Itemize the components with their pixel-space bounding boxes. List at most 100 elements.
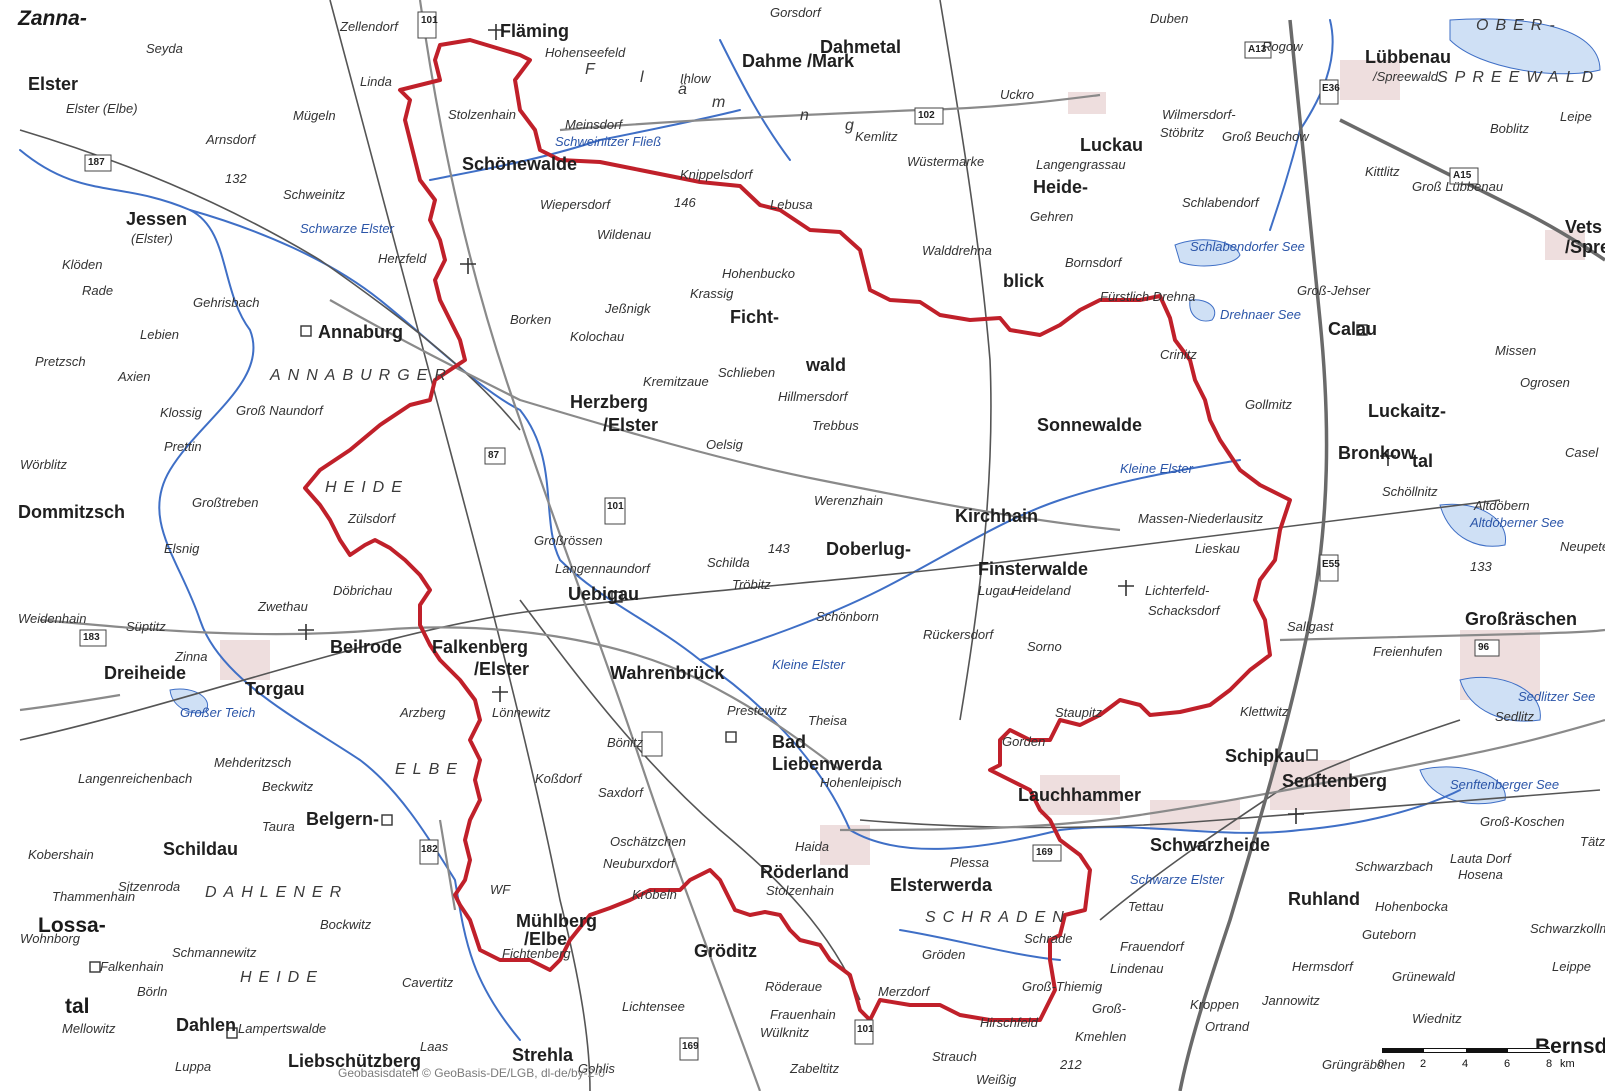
place-label-bernsdorf: Bernsd — [1535, 1035, 1605, 1058]
place-label-falkenberg: Falkenberg — [432, 637, 529, 657]
road-number-r187: 187 — [88, 157, 105, 168]
place-label-grosser-teich: Großer Teich — [180, 705, 256, 720]
place-label-gross-lubbenau: Groß Lübbenau — [1412, 179, 1504, 194]
place-label-lebien: Lebien — [140, 327, 180, 342]
place-label-ihlow: Ihlow — [680, 71, 711, 86]
road-number-re55: E55 — [1322, 559, 1340, 570]
place-label-kroppen: Kroppen — [1190, 997, 1240, 1012]
marker-annaburg — [300, 325, 312, 337]
place-label-oelsig: Oelsig — [706, 437, 743, 452]
place-label-dreiheide: Dreiheide — [104, 663, 187, 683]
place-label-vetschau: Vets — [1565, 217, 1603, 237]
urban-lubbenau — [1340, 60, 1400, 100]
marker-falkenhain — [89, 961, 101, 973]
place-label-schonewalde: Schönewalde — [462, 154, 578, 174]
place-label-flaming-f: F — [585, 61, 602, 78]
place-label-uebigau: Uebigau — [568, 584, 640, 604]
place-label-hohenleipisch: Hohenleipisch — [820, 775, 902, 790]
cross-flaming — [488, 24, 504, 40]
place-label-mellowitz: Mellowitz — [62, 1021, 116, 1036]
place-label-heideblick-1: Heide- — [1033, 177, 1089, 197]
scale-seg-2 — [1424, 1048, 1466, 1053]
place-label-langennaundorf: Langennaundorf — [555, 561, 650, 576]
railway-5 — [859, 789, 1601, 829]
place-label-kobershain: Kobershain — [28, 847, 94, 862]
place-label-heide-2: HEIDE — [240, 969, 324, 986]
railway-3 — [19, 499, 1501, 741]
place-label-grosstreben: Großtreben — [192, 495, 259, 510]
place-label-muhlberg: Mühlberg — [516, 911, 597, 931]
cross-markers — [298, 24, 1396, 824]
shield-183a — [79, 629, 107, 647]
road-number-r96: 96 — [1478, 642, 1490, 653]
place-label-haida: Haida — [795, 839, 829, 854]
place-label-schwarzkollm: Schwarzkollm — [1530, 921, 1605, 936]
road-b182 — [438, 819, 457, 911]
river-pulsnitz — [899, 929, 1061, 961]
lake-senftenberger-see — [1419, 766, 1506, 805]
place-label-altdobern: Altdöbern — [1474, 498, 1530, 513]
place-label-tettau: Tettau — [1128, 899, 1164, 914]
road-b183 — [39, 618, 841, 771]
place-label-schweinitzer-fliess: Schweinitzer Fließ — [555, 134, 662, 149]
road-number-ra15: A15 — [1453, 170, 1472, 181]
place-label-schraden: SCHRADEN — [925, 909, 1071, 926]
river-dahme — [719, 39, 791, 161]
place-label-sitplitz: Süptitz — [126, 619, 166, 634]
place-label-dahlener-heide: DAHLENER — [205, 884, 349, 901]
place-label-vetschau2: /Spre — [1565, 237, 1605, 257]
place-label-gross-beuchow: Groß Beuchow — [1222, 129, 1309, 144]
place-label-luckaitztal: Luckaitz- — [1368, 401, 1447, 421]
road-b187 — [19, 693, 121, 712]
place-label-weidenhain: Weidenhain — [18, 611, 87, 626]
road-number-r169b: 169 — [682, 1041, 699, 1052]
place-label-caveritz: Cavertitz — [402, 975, 454, 990]
place-label-wustermarke: Wüstermarke — [907, 154, 985, 169]
place-label-zwethau: Zwethau — [258, 599, 308, 614]
place-label-senftenberger-see: Senftenberger See — [1450, 777, 1560, 792]
place-label-groden: Gröden — [922, 947, 966, 962]
place-label-schildau: Schildau — [163, 839, 239, 859]
place-label-kleine-elster: Kleine Elster — [1120, 461, 1193, 476]
marker-uebigau — [611, 591, 623, 603]
marker-belgern — [381, 814, 393, 826]
shield-e36 — [1319, 79, 1339, 105]
place-label-wohnborg: Wohnborg — [20, 931, 80, 946]
place-label-hosena: Hosena — [1458, 867, 1503, 882]
marker-calau — [1356, 324, 1368, 336]
place-label-altdoberner-see: Altdöberner See — [1470, 515, 1564, 530]
place-label-groditz: Gröditz — [694, 941, 757, 961]
place-label-gross-koschen: Groß-Koschen — [1480, 814, 1565, 829]
river-kleine-elster — [699, 459, 1241, 661]
road-b101 — [418, 0, 762, 1091]
place-label-theisa: Theisa — [808, 713, 848, 728]
road-b87 — [329, 299, 1121, 532]
place-label-torgau: Torgau — [245, 679, 305, 699]
place-label-elsterwerda: Elsterwerda — [890, 875, 993, 895]
road-number-r87: 87 — [488, 450, 500, 461]
place-label-fichtenberg: Fichtenberg — [502, 946, 571, 961]
place-label-annaburger-heide: ANNABURGER — [270, 367, 453, 384]
place-label-hohenseefeld: Hohenseefeld — [545, 45, 626, 60]
cross-herzberg-heath — [460, 258, 476, 274]
place-label-n212: 212 — [1060, 1057, 1082, 1072]
place-label-neuburxdorf: Neuburxdorf — [603, 856, 675, 871]
lake-schlabendorfer-see — [1174, 239, 1241, 267]
place-label-jessen: Jessen — [126, 209, 188, 229]
scale-unit: km — [1560, 1058, 1575, 1070]
shield-101-bottom — [854, 1019, 874, 1045]
place-label-klettwitz: Klettwitz — [1240, 704, 1289, 719]
road-number-ra13: A13 — [1248, 44, 1267, 55]
river-elbe — [19, 149, 521, 1041]
place-label-drehnaer-see: Drehnaer See — [1220, 307, 1301, 322]
place-label-tal-2: tal — [65, 995, 90, 1018]
place-label-schilda: Schilda — [707, 555, 750, 570]
place-label-beilrode: Beilrode — [330, 637, 403, 657]
place-label-trobitz: Tröbitz — [732, 577, 771, 592]
place-label-tatzsch: Tätzsch — [1580, 834, 1605, 849]
place-label-roderaue: Röderaue — [765, 979, 823, 994]
place-label-mugeln: Mügeln — [293, 108, 336, 123]
place-label-schollnitz: Schöllnitz — [1382, 484, 1438, 499]
